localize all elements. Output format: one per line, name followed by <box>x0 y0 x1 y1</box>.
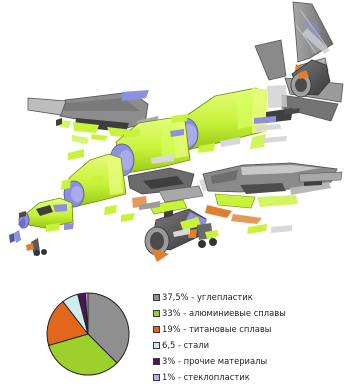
exploded-aircraft-illustration <box>9 1 344 262</box>
left-engine <box>144 208 207 262</box>
materials-legend: 37,5% - углепластик 33% - алюминиевые спл… <box>153 289 286 385</box>
legend-item: 19% - титановые сплавы <box>153 321 286 337</box>
legend-label: 19% - титановые сплавы <box>162 324 272 334</box>
exploded-panels <box>19 90 322 237</box>
legend-swatch <box>153 325 160 333</box>
nose-section <box>9 197 74 243</box>
legend-swatch <box>153 293 160 301</box>
legend-label: 37,5% - углепластик <box>162 292 253 302</box>
legend-swatch <box>153 373 160 381</box>
pie-slice <box>46 300 89 347</box>
pie-slice <box>84 292 89 335</box>
legend-item: 33% - алюминиевые сплавы <box>153 305 286 321</box>
legend-item: 6,5 - стали <box>153 337 286 353</box>
legend-label: 33% - алюминиевые сплавы <box>162 308 286 318</box>
right-engine <box>290 59 331 98</box>
legend-label: 1% - стеклопластик <box>162 372 250 382</box>
legend-swatch <box>153 341 160 349</box>
legend-swatch <box>153 309 160 317</box>
legend-item: 1% - стеклопластик <box>153 369 286 385</box>
main-landing-gear <box>188 223 219 248</box>
legend-swatch <box>153 357 160 365</box>
materials-pie-chart <box>46 292 130 376</box>
pie-slice <box>48 333 118 376</box>
legend-label: 6,5 - стали <box>162 340 210 350</box>
legend-item: 37,5% - углепластик <box>153 289 286 305</box>
right-wing <box>202 162 343 224</box>
pie-slice <box>87 292 130 364</box>
vertical-tail-fin <box>292 1 334 63</box>
legend-item: 3% - прочие материалы <box>153 353 286 369</box>
nose-landing-gear <box>26 238 47 256</box>
legend-label: 3% - прочие материалы <box>162 356 268 366</box>
